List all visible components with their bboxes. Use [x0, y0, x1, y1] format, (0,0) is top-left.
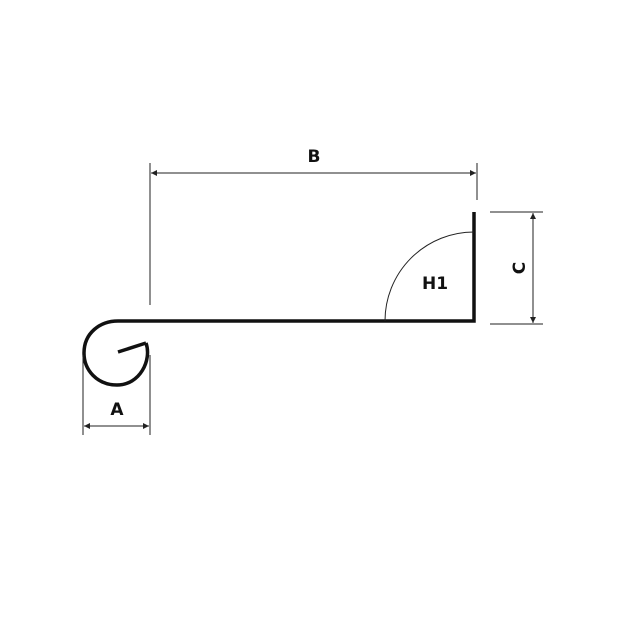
- label-b: B: [308, 147, 321, 167]
- label-h1: H1: [422, 274, 448, 294]
- profile-outline: [82, 212, 476, 387]
- label-c: C: [510, 262, 530, 274]
- angle-arc: [384, 231, 475, 322]
- label-a: A: [110, 400, 124, 420]
